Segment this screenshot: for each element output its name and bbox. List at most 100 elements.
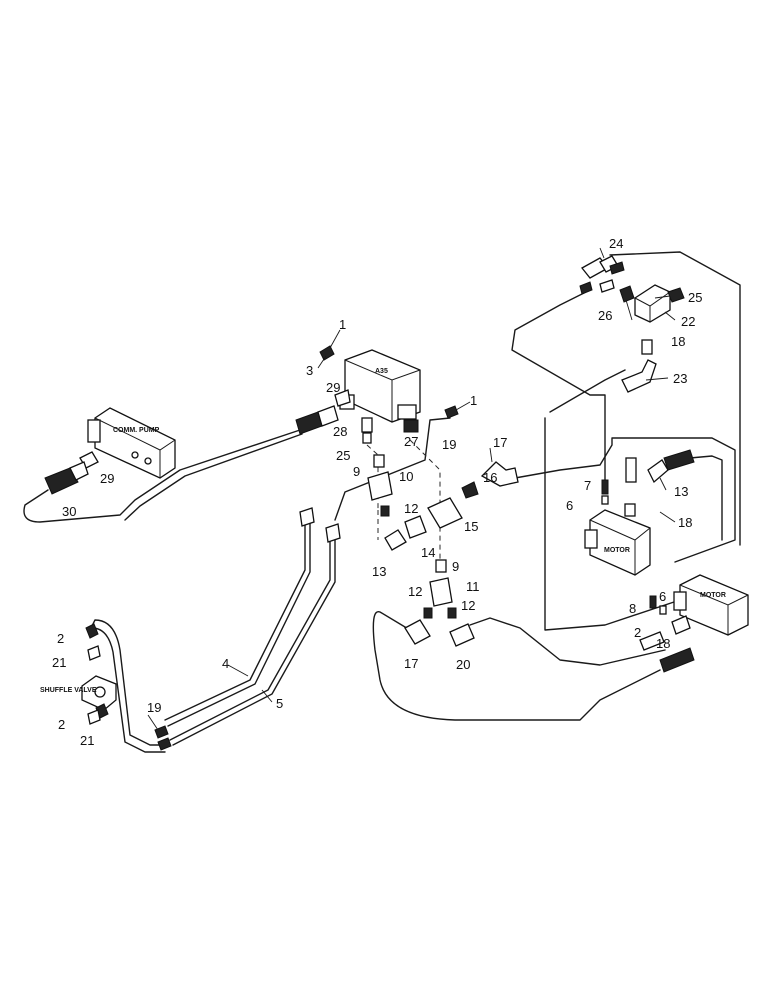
elbow-23: [621, 359, 657, 393]
callout-12-upper: 12: [404, 501, 418, 516]
upper-right-assembly: [579, 255, 685, 393]
fitting-19-lower-b: [157, 737, 172, 751]
fitting-21-top: [87, 645, 101, 661]
fitting-18-middle: [624, 503, 636, 517]
callout-11: 11: [466, 579, 480, 594]
callout-17-lower: 17: [404, 656, 418, 671]
callout-13-right: 13: [674, 484, 688, 499]
fitting-29-valve: [334, 389, 351, 407]
motor-lower-label: MOTOR: [700, 592, 726, 599]
fitting-1-right: [444, 405, 459, 419]
hose-20-right: [469, 617, 666, 666]
comm-pump: COMM. PUMP: [44, 407, 176, 495]
callout-numbers: 1 3 1 29 28 27 25 19 9 10 17 16 15 12 14…: [52, 236, 702, 748]
comm-pump-label: COMM. PUMP: [113, 427, 160, 434]
callout-28: 28: [333, 424, 347, 439]
callout-6-upper: 6: [566, 498, 573, 513]
callout-2-shuttle-top: 2: [57, 631, 64, 646]
callout-19-upper: 19: [442, 437, 456, 452]
hose-pump-to-valve-2: [124, 433, 303, 521]
valve-22: [634, 284, 671, 323]
motor-lower: MOTOR: [639, 574, 749, 673]
central-fittings: [367, 454, 519, 647]
fitting-12-upper: [380, 505, 390, 517]
line-shuttle-loop: [89, 619, 161, 746]
shuttle-valve-label: SHUFFLE VALVE: [40, 687, 97, 694]
fitting-26: [619, 285, 635, 303]
callout-6-lower: 6: [659, 589, 666, 604]
callout-9-lower: 9: [452, 559, 459, 574]
callout-17-upper: 17: [493, 435, 507, 450]
fitting-7: [601, 479, 609, 495]
fitting-2-top: [85, 623, 99, 639]
callout-29-valve: 29: [326, 380, 340, 395]
valve-15: [427, 497, 463, 529]
callout-leaders: [147, 247, 676, 731]
fitting-14: [404, 515, 427, 539]
hose-pump-to-valve: [23, 429, 301, 523]
shuttle-valve: SHUFFLE VALVE: [40, 507, 341, 751]
fitting-25-right: [667, 287, 685, 303]
valve-a35: A35: [295, 345, 459, 444]
callout-3: 3: [306, 363, 313, 378]
tube-5b: [172, 534, 336, 746]
hose-end-30: [44, 467, 79, 495]
plug-27: [403, 419, 419, 433]
callout-25-right: 25: [688, 290, 702, 305]
callout-23: 23: [673, 371, 687, 386]
hose-end-valve: [295, 411, 323, 435]
callout-2-motor: 2: [634, 625, 641, 640]
callout-24: 24: [609, 236, 623, 251]
fitting-18-lower: [671, 615, 691, 635]
fitting-3: [319, 345, 335, 361]
callout-22: 22: [681, 314, 695, 329]
callout-12-right: 12: [461, 598, 475, 613]
hose-17-upper: [514, 437, 736, 563]
elbow-13-right: [647, 459, 669, 484]
callout-13-left: 13: [372, 564, 386, 579]
pump-port: [87, 419, 101, 443]
tube-4: [164, 519, 306, 721]
callout-30: 30: [62, 504, 76, 519]
hose-24-outer: [609, 251, 741, 546]
callout-27: 27: [404, 434, 418, 449]
fitting-28: [361, 417, 373, 433]
callout-29-pump: 29: [100, 471, 114, 486]
callout-7: 7: [584, 478, 591, 493]
callout-19-lower: 19: [147, 700, 161, 715]
motor-upper: MOTOR: [584, 449, 695, 576]
hose-right-upper: [549, 369, 626, 413]
callout-16: 16: [483, 470, 497, 485]
callout-4: 4: [222, 656, 229, 671]
callout-18-upper: 18: [671, 334, 685, 349]
fitting-19-lower-a: [154, 725, 169, 739]
block-10: [367, 471, 393, 501]
callout-1-right: 1: [470, 393, 477, 408]
fitting-21-bottom: [87, 709, 101, 725]
dashed-leaders: [366, 439, 441, 560]
fitting-9-lower: [435, 559, 447, 573]
callout-21-bottom: 21: [80, 733, 94, 748]
callout-14: 14: [421, 545, 435, 560]
hose-17-upper-2: [689, 455, 723, 541]
callout-10: 10: [399, 469, 413, 484]
elbow-17-upper: [480, 461, 519, 487]
hose-loop-lower: [372, 611, 661, 721]
hose-routes: [23, 251, 741, 753]
callout-26: 26: [598, 308, 612, 323]
callout-2-shuttle-bottom: 2: [58, 717, 65, 732]
fitting-8: [649, 595, 657, 609]
line-shuttle-loop-2: [91, 627, 166, 753]
tube-5: [169, 534, 331, 741]
callout-1-upper: 1: [339, 317, 346, 332]
elbow-13-left: [384, 529, 407, 551]
elbow-20: [449, 623, 475, 647]
fitting-12-right: [447, 607, 457, 619]
fitting-6-upper: [601, 495, 609, 505]
callout-18-middle: 18: [678, 515, 692, 530]
callout-8: 8: [629, 601, 636, 616]
fitting-18-upper: [641, 339, 653, 355]
fitting-12-left: [423, 607, 433, 619]
valve-a35-label: A35: [375, 368, 388, 375]
tube-4b: [167, 519, 311, 727]
